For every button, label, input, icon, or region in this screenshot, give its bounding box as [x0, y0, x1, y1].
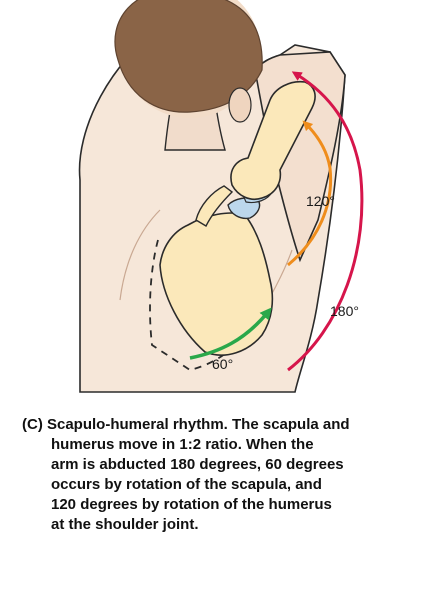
arrow-total-rotation — [287, 71, 364, 372]
total-angle-label: 180° — [330, 303, 359, 319]
arrow-humerus-rotation — [287, 120, 333, 267]
humerus-angle-label: 120° — [306, 193, 335, 209]
caption-line: at the shoulder joint. — [51, 516, 199, 533]
ear — [228, 87, 252, 123]
arrow-scapula-rotation — [189, 307, 272, 360]
scapula-angle-label: 60° — [212, 356, 233, 372]
humerus-bone — [230, 80, 316, 201]
caption-line: (C) Scapulo-humeral rhythm. The scapula … — [22, 416, 350, 433]
caption-line: occurs by rotation of the scapula, and — [51, 476, 322, 493]
figure-caption: (C) Scapulo-humeral rhythm. The scapula … — [22, 415, 422, 535]
hair — [114, 0, 263, 113]
acromion — [195, 185, 234, 227]
shoulder-abduction-illustration: 120° 180° 60° — [78, 0, 364, 393]
back-contour — [119, 209, 161, 301]
caption-line: 120 degrees by rotation of the humerus — [51, 496, 332, 513]
caption-line: arm is abducted 180 degrees, 60 degrees — [51, 456, 344, 473]
caption-line: humerus move in 1:2 ratio. When the — [51, 436, 314, 453]
